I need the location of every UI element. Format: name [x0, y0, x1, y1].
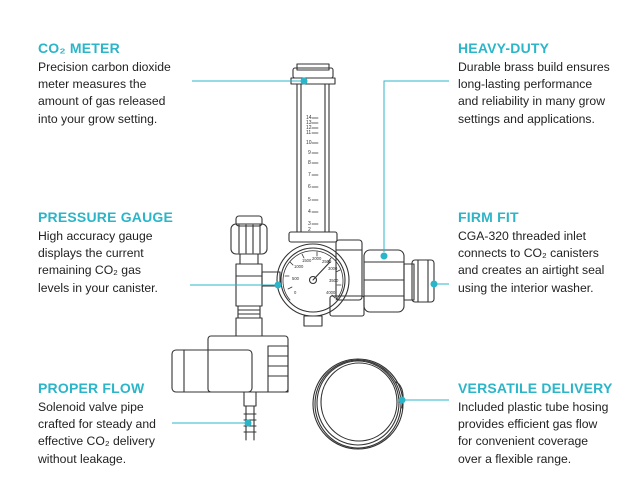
description-line: Precision carbon dioxide [38, 60, 171, 74]
feature-firm-fit: FIRM FIT CGA-320 threaded inlet connects… [458, 209, 636, 297]
description-line: provides efficient gas flow [458, 417, 598, 432]
scale-label: 7 [308, 172, 311, 178]
scale-label: 3 [308, 221, 311, 227]
description-line: remaining CO₂ gas [38, 263, 141, 278]
description-line: without leakage. [38, 451, 127, 466]
description-line: into your grow setting. [38, 111, 158, 126]
description-line: amount of gas released [38, 94, 166, 109]
callout-dot [244, 419, 252, 427]
gauge-label: 1500 [302, 258, 312, 263]
feature-title: HEAVY-DUTY [458, 40, 550, 56]
description-line: levels in your canister. [38, 280, 158, 295]
feature-heavy-duty: HEAVY-DUTY Durable brass build ensures l… [458, 40, 636, 128]
scale-label: 8 [308, 160, 311, 166]
description-line: CGA-320 threaded inlet [458, 229, 587, 243]
gauge-label: 2000 [312, 256, 322, 261]
feature-pressure-gauge: PRESSURE GAUGE High accuracy gauge displ… [38, 209, 218, 297]
description-line: using the interior washer. [458, 280, 594, 295]
callout-dot [274, 281, 282, 289]
description-line: meter measures the [38, 77, 147, 92]
gauge-label: 2500 [322, 259, 332, 264]
description-line: over a flexible range. [458, 451, 572, 466]
feature-title: CO₂ METER [38, 40, 120, 56]
description-line: for convenient coverage [458, 434, 589, 449]
feature-proper-flow: PROPER FLOW Solenoid valve pipe crafted … [38, 380, 218, 468]
scale-label: 4 [308, 209, 311, 215]
callout-dot [398, 396, 406, 404]
feature-title: FIRM FIT [458, 209, 519, 225]
description-line: Solenoid valve pipe [38, 400, 144, 414]
scale-label: 10 [306, 140, 312, 146]
callout-dot [300, 77, 308, 85]
scale-label: 6 [308, 184, 311, 190]
description-line: connects to CO₂ canisters [458, 246, 599, 261]
scale-label: 14 [306, 115, 312, 121]
gauge-scale-labels: 0 500 1000 1500 2000 2500 3000 3500 4000 [292, 256, 339, 295]
callout-dot [380, 252, 388, 260]
gauge-label: 3000 [328, 266, 338, 271]
feature-description: CGA-320 threaded inlet connects to CO₂ c… [458, 228, 636, 297]
feature-description: Solenoid valve pipe crafted for steady a… [38, 399, 218, 468]
feature-description: Durable brass build ensures long-lasting… [458, 59, 636, 128]
description-line: effective CO₂ delivery [38, 434, 155, 449]
valve-knob-icon [230, 215, 268, 337]
scale-label: 12 [306, 125, 312, 131]
gauge-label: 1000 [294, 264, 304, 269]
scale-label: 13 [306, 120, 312, 126]
feature-co2-meter: CO₂ METER Precision carbon dioxide meter… [38, 40, 218, 128]
feature-description: Precision carbon dioxide meter measures … [38, 59, 218, 128]
scale-label: 5 [308, 197, 311, 203]
description-line: settings and applications. [458, 111, 595, 126]
feature-description: High accuracy gauge displays the current… [38, 228, 218, 297]
gauge-label: 500 [292, 276, 300, 281]
description-line: displays the current [38, 246, 144, 261]
description-line: High accuracy gauge [38, 229, 153, 243]
callout-line [383, 80, 449, 252]
feature-title: PROPER FLOW [38, 380, 145, 396]
tube-coil-icon [312, 358, 404, 450]
scale-label: 2 [308, 227, 311, 233]
description-line: and reliability in many grow [458, 94, 605, 109]
gauge-label: 0 [294, 290, 297, 295]
inlet-nut-icon [363, 249, 435, 313]
gauge-label: 3500 [329, 278, 339, 283]
description-line: crafted for steady and [38, 417, 156, 432]
feature-title: VERSATILE DELIVERY [458, 380, 613, 396]
solenoid-valve-icon [171, 335, 289, 441]
flowmeter-scale-labels: 14 13 12 11 10 9 8 7 6 5 4 3 2 [306, 115, 312, 233]
gauge-label: 4000 [326, 290, 336, 295]
feature-description: Included plastic tube hosing provides ef… [458, 399, 636, 468]
pressure-gauge-icon [276, 243, 350, 327]
scale-label: 9 [308, 150, 311, 156]
description-line: Included plastic tube hosing [458, 400, 609, 414]
feature-versatile-delivery: VERSATILE DELIVERY Included plastic tube… [458, 380, 636, 468]
feature-title: PRESSURE GAUGE [38, 209, 174, 225]
callout-dot [430, 280, 438, 288]
description-line: Durable brass build ensures [458, 60, 610, 74]
description-line: and creates an airtight seal [458, 263, 605, 278]
flowmeter-icon [288, 63, 338, 243]
description-line: long-lasting performance [458, 77, 593, 92]
scale-label: 11 [306, 130, 311, 136]
